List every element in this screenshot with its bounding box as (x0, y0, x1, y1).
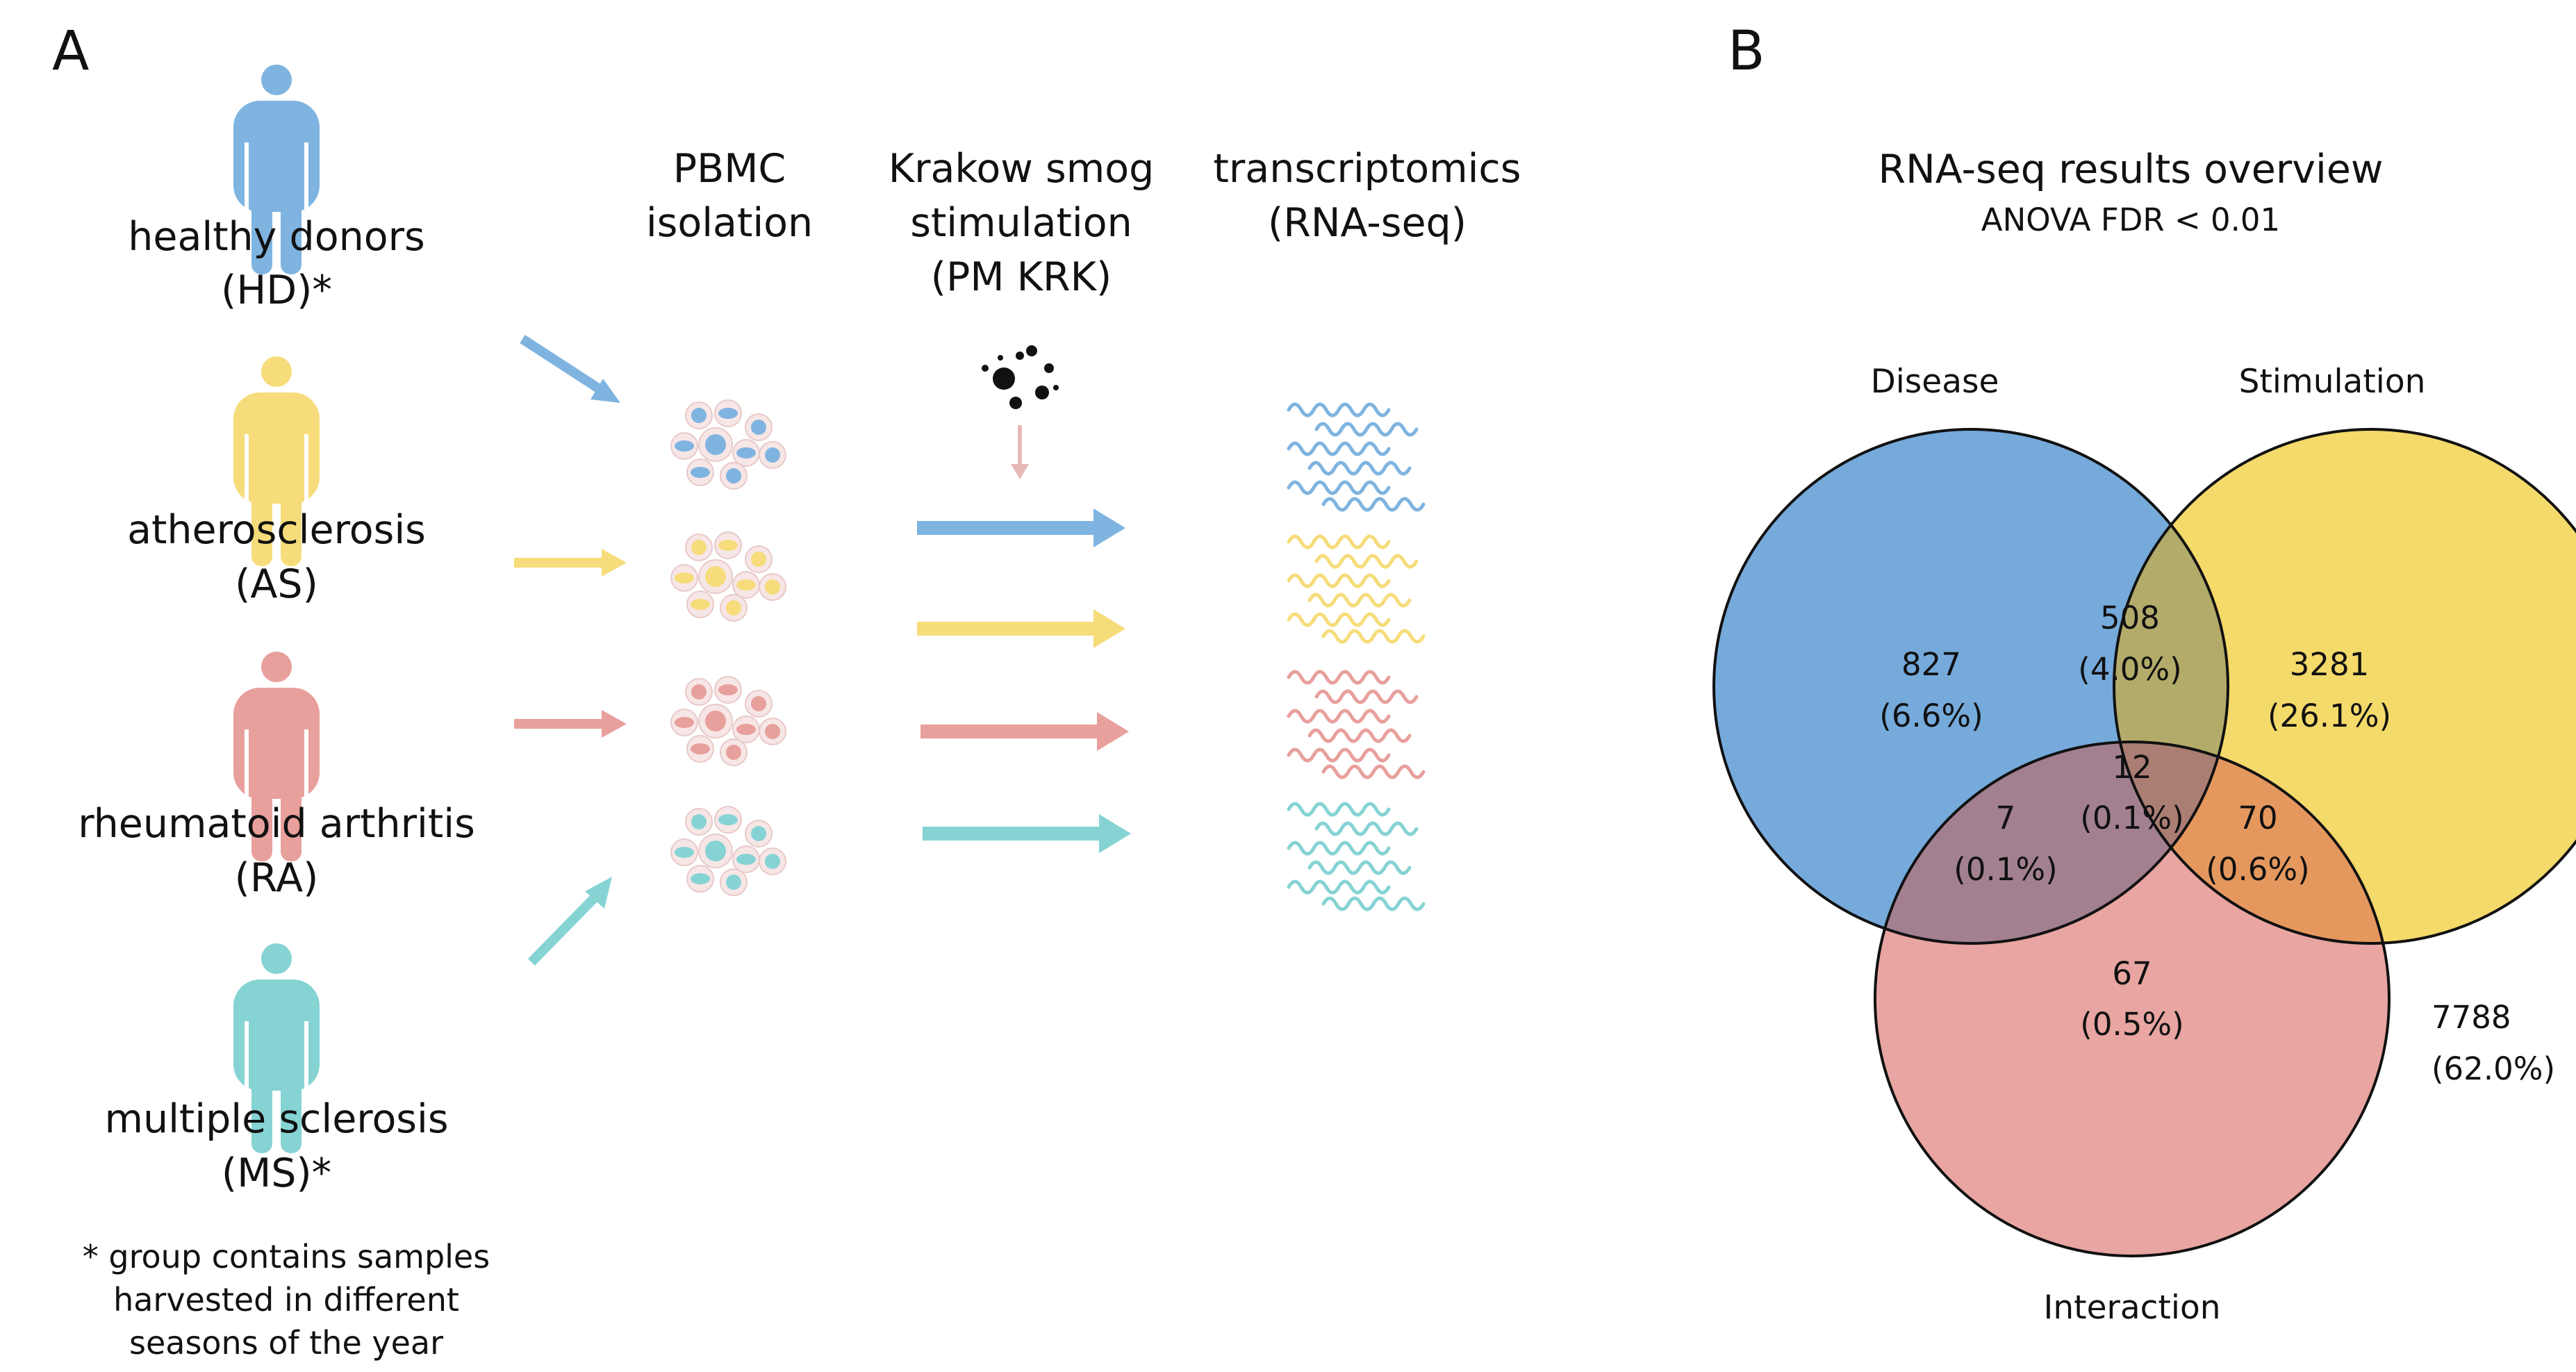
region-none-count: 7788 (2431, 999, 2511, 1036)
set-label-interaction: Interaction (2044, 1289, 2221, 1327)
venn-subtitle: ANOVA FDR < 0.01 (1981, 201, 2280, 238)
arrow-ms-to-cells (527, 877, 612, 966)
group-label-hd: healthy donors (128, 214, 424, 260)
transcript-reads-ms (1287, 802, 1426, 911)
transcript-reads-ra (1287, 670, 1426, 779)
group-abbr-as: (AS) (235, 561, 318, 607)
step-smog-line-1: Krakow smog (889, 146, 1155, 192)
person-icon-as (233, 356, 320, 566)
group-abbr-ra: (RA) (235, 855, 319, 901)
arrow-ra-to-cells (514, 710, 627, 738)
group-label-ms: multiple sclerosis (104, 1096, 448, 1142)
person-icon-ra (233, 652, 320, 861)
step-smog-line-2: stimulation (910, 200, 1132, 246)
stim-arrow-ra (920, 712, 1129, 751)
panel-b-label: B (1728, 20, 1765, 83)
set-label-disease: Disease (1871, 363, 1999, 401)
pbmc-cluster-ra (670, 676, 786, 766)
region-interaction-pct: (0.5%) (2080, 1006, 2183, 1043)
region-stimulation-interaction-pct: (0.6%) (2206, 851, 2309, 888)
pbmc-cluster-hd (670, 399, 786, 490)
footnote-line-3: seasons of the year (129, 1324, 443, 1362)
group-abbr-hd: (HD)* (221, 267, 332, 313)
transcript-reads-hd (1287, 402, 1426, 512)
region-disease-stimulation-pct: (4.0%) (2078, 651, 2181, 688)
arrow-hd-to-cells (520, 335, 620, 403)
pbmc-cluster-as (670, 531, 786, 622)
venn-title: RNA-seq results overview (1878, 147, 2383, 192)
region-all-three-count: 12 (2112, 749, 2152, 786)
stim-arrow-ms (923, 814, 1131, 853)
footnote-line-2: harvested in different (113, 1281, 459, 1319)
person-icon-ms (233, 943, 320, 1153)
group-label-as: atherosclerosis (127, 507, 426, 553)
region-all-three-pct: (0.1%) (2080, 800, 2183, 836)
group-abbr-ms: (MS)* (222, 1150, 331, 1196)
pbmc-cluster-ms (670, 806, 786, 896)
region-none-pct: (62.0%) (2431, 1050, 2555, 1087)
region-stimulation-interaction-count: 70 (2238, 800, 2277, 836)
region-stimulation-pct: (26.1%) (2268, 697, 2391, 734)
venn-overlap-stimulation-interaction (2114, 742, 2389, 943)
group-label-ra: rheumatoid arthritis (78, 801, 475, 847)
step-smog-line-3: (PM KRK) (931, 254, 1112, 300)
region-disease-count: 827 (1901, 646, 1961, 683)
transcript-reads-as (1287, 534, 1426, 644)
set-label-stimulation: Stimulation (2239, 363, 2426, 401)
region-disease-interaction-pct: (0.1%) (1954, 851, 2057, 888)
region-disease-pct: (6.6%) (1879, 697, 1983, 734)
arrow-as-to-cells (514, 549, 627, 577)
venn-overlap-disease-interaction (1875, 742, 2228, 943)
region-stimulation-count: 3281 (2290, 646, 2370, 683)
stim-arrow-as (917, 609, 1125, 648)
footnote-line-1: * group contains samples (83, 1238, 490, 1275)
region-interaction-count: 67 (2112, 955, 2152, 992)
person-icon-hd (233, 65, 320, 274)
region-disease-interaction-count: 7 (1996, 800, 2016, 836)
panel-a-label: A (52, 20, 89, 83)
region-disease-stimulation-count: 508 (2100, 600, 2160, 636)
stim-arrow-hd (917, 509, 1125, 547)
smog-down-arrow (1011, 425, 1029, 479)
venn-diagram (1712, 428, 2576, 1257)
step-rnaseq-line-1: transcriptomics (1214, 146, 1521, 192)
step-rnaseq-line-2: (RNA-seq) (1268, 200, 1467, 246)
step-pbmc-line-1: PBMC (673, 146, 786, 192)
smog-particles-icon (982, 345, 1059, 409)
step-pbmc-line-2: isolation (646, 200, 813, 246)
